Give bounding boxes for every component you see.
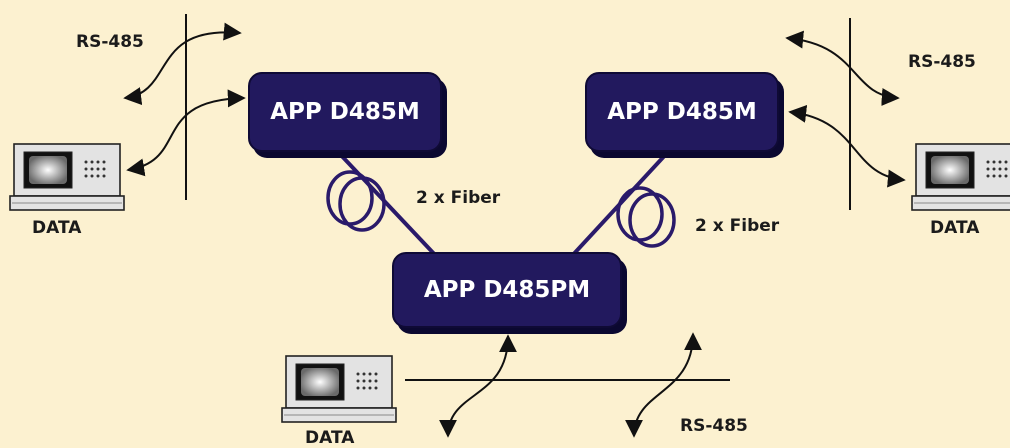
rs485-left-label: RS-485: [76, 32, 144, 52]
node-center: APP D485PM: [392, 252, 622, 328]
node-left-label: APP D485M: [270, 99, 420, 125]
double-arrow-icon: [785, 30, 900, 106]
double-arrow-icon: [788, 104, 906, 188]
rs485-right-label: RS-485: [908, 52, 976, 72]
double-arrow-icon: [439, 334, 517, 438]
node-center-label: APP D485PM: [423, 277, 591, 303]
computer-terminal-icon: [9, 143, 125, 211]
node-left: APP D485M: [248, 72, 442, 152]
fiber-coil-icon: [326, 170, 386, 232]
fiber-right-label: 2 x Fiber: [695, 216, 780, 236]
fiber-link-left: [336, 150, 440, 260]
data-left-label: DATA: [32, 218, 82, 238]
fiber-left-label: 2 x Fiber: [416, 188, 501, 208]
rs485-bottom-label: RS-485: [680, 416, 748, 436]
double-arrow-icon: [126, 89, 246, 177]
computer-terminal-icon: [911, 143, 1010, 211]
node-right: APP D485M: [585, 72, 779, 152]
data-right-label: DATA: [930, 218, 980, 238]
computer-terminal-icon: [281, 355, 397, 423]
data-bottom-label: DATA: [305, 428, 355, 448]
node-right-label: APP D485M: [607, 99, 757, 125]
double-arrow-icon: [625, 332, 702, 438]
